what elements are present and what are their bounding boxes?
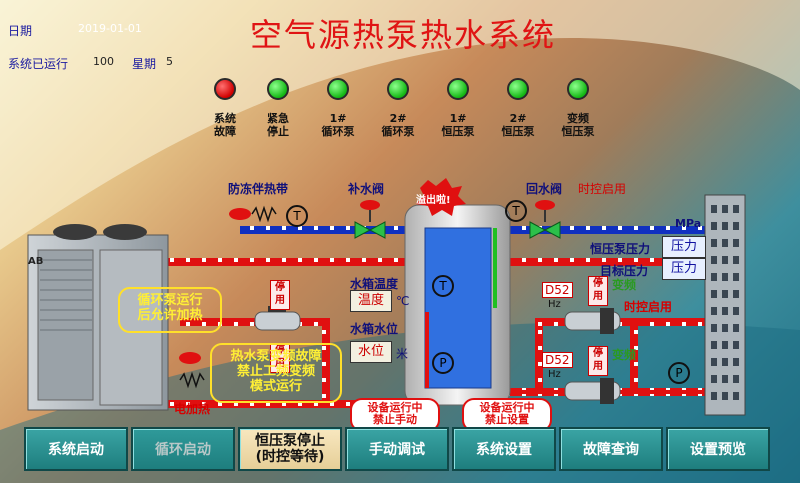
return-valve-actuator-icon [535,200,555,210]
electric-heater-actuator-icon [179,352,201,364]
manual-debug-button[interactable]: 手动调试 [345,427,449,471]
makeup-valve-actuator-icon [360,200,380,210]
const-pump-stop-button[interactable]: 恒压泵停止 (时控等待) [238,427,342,471]
vfd-freq-display-2: D52 [542,352,573,368]
indicator-const-pump-2: 2# 恒压泵 [498,78,538,138]
const-pressure-field[interactable]: 压力 [662,236,706,258]
temp-sensor-return-icon: T [505,200,527,222]
tank-temp-sensor-icon: T [432,275,454,297]
system-settings-button[interactable]: 系统设置 [452,427,556,471]
page-title: 空气源热泵热水系统 [250,16,557,54]
status-lamp-icon [507,78,529,100]
system-start-button[interactable]: 系统启动 [24,427,128,471]
pipe-red-bottom [150,400,415,408]
indicator-label: 1# 循环泵 [321,112,355,138]
target-pressure-label: 目标压力 [600,264,649,278]
return-valve-label: 回水阀 [526,182,563,196]
week-label: 星期 [132,57,157,71]
tank-level-field[interactable]: 水位 [350,341,392,363]
const-pump1-stop-indicator[interactable]: 停用 [588,276,608,306]
callout-no-manual: 设备运行中 禁止手动 [350,398,440,432]
circulation-start-button[interactable]: 循环启动 [131,427,235,471]
temp-sensor-icon: T [286,205,308,227]
indicator-label: 2# 循环泵 [381,112,415,138]
tank-temp-label: 水箱温度 [350,277,399,291]
date-label: 日期 [8,24,33,38]
indicator-label: 紧急 停止 [267,112,289,138]
callout-circ-interlock: 循环泵运行 后允许加热 [118,287,222,333]
callout-vfd-fault: 热水泵变频故障 禁止工频变频 模式运行 [210,343,342,403]
vfd-hz-2: Hz [548,369,561,380]
antifreeze-label: 防冻伴热带 [228,182,289,196]
status-lamp-icon [567,78,589,100]
vfd-mode-label-1: 变频 [612,278,637,292]
timed-start-label: 时控启用 [578,182,627,196]
indicator-label: 2# 恒压泵 [501,112,535,138]
indicator-circ-pump-1: 1# 循环泵 [318,78,358,138]
target-pressure-field[interactable]: 压力 [662,258,706,280]
indicator-vfd-pump: 变频 恒压泵 [558,78,598,138]
const-pump2-stop-indicator[interactable]: 停用 [588,346,608,376]
date-value: 2019-01-01 [78,22,142,35]
const-pump-1 [564,308,621,334]
week-value: 5 [166,55,173,68]
indicator-emergency-stop: 紧急 停止 [258,78,298,138]
tank-pressure-sensor-icon: P [432,352,454,374]
timed-start-label-2: 时控启用 [624,300,673,314]
makeup-valve-label: 补水阀 [348,182,385,196]
makeup-valve-right-icon [368,221,386,239]
water-tank [404,204,511,406]
running-label: 系统已运行 [8,57,69,71]
running-value: 100 [93,55,114,68]
status-lamp-icon [214,78,236,100]
return-valve-left-icon [529,221,547,239]
pipe-blue-supply [240,226,415,234]
circ-pump-stop-indicator[interactable]: 停用 [270,280,290,310]
tank-temp-unit: ℃ [396,294,410,308]
makeup-valve-left-icon [354,221,372,239]
status-lamp-icon [447,78,469,100]
line-pressure-sensor-icon: P [668,362,690,384]
vfd-freq-display-1: D52 [542,282,573,298]
electric-heat-label: 电加热 [174,402,211,416]
indicator-const-pump-1: 1# 恒压泵 [438,78,478,138]
indicator-label: 变频 恒压泵 [561,112,595,138]
fault-query-button[interactable]: 故障查询 [559,427,663,471]
pipe-red-top-right [505,258,705,266]
indicator-circ-pump-2: 2# 循环泵 [378,78,418,138]
return-valve-right-icon [543,221,561,239]
building [704,194,746,416]
status-lamp-icon [387,78,409,100]
indicator-system-fault: 系统 故障 [205,78,245,138]
mpa-unit: MPa [675,217,702,230]
indicator-label: 系统 故障 [214,112,236,138]
electric-heater-coil-icon [179,371,205,389]
pipe-red-mid-vert [322,318,330,408]
overflow-badge: 溢出啦! [416,195,451,206]
const-pump-2 [564,378,621,404]
heat-trace-coil-icon [251,205,277,223]
status-lamp-icon [327,78,349,100]
status-lamp-icon [267,78,289,100]
indicator-label: 1# 恒压泵 [441,112,475,138]
pipe-blue-return [505,226,705,234]
settings-preview-button[interactable]: 设置预览 [666,427,770,471]
overflow-burst-icon [416,178,466,216]
pipe-red-right-vert [535,318,543,396]
pipe-red-top [130,258,415,266]
heat-pump-unit [27,224,169,411]
vfd-hz-1: Hz [548,299,561,310]
heat-trace-actuator-icon [229,208,251,220]
const-pressure-label: 恒压泵压力 [590,242,651,256]
pipe-red-right-vert2 [630,318,638,396]
vfd-mode-label-2: 变频 [612,348,637,362]
heat-pump-logo: AB [28,256,44,267]
tank-temp-field[interactable]: 温度 [350,290,392,312]
tank-level-unit: 米 [396,347,409,361]
tank-level-label: 水箱水位 [350,322,399,336]
callout-no-setting: 设备运行中 禁止设置 [462,398,552,432]
